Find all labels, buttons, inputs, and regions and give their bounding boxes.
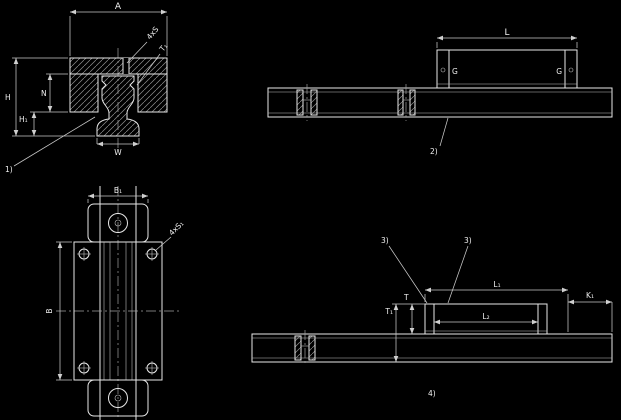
carriage-left-block-section [69, 73, 99, 113]
callout-2: 2) [430, 117, 449, 156]
dim-H: H [5, 57, 95, 137]
dim-label-t1: T₁ [384, 307, 393, 316]
plan-view: B₁ B 4xS₁ [45, 186, 185, 420]
dim-B1: B₁ [87, 186, 149, 203]
nipple-top-outer [108, 213, 128, 233]
rail-hole-section-3 [294, 330, 316, 366]
dim-W: W [96, 138, 140, 157]
dim-T1: T₁ [384, 304, 399, 362]
section-view: A H H₁ N W 4xS [5, 2, 169, 174]
side-view-bottom: L₁ L₂ T T₁ K₁ 3) 3) [251, 236, 613, 398]
carriage-side-2 [424, 303, 548, 335]
dim-H1: H₁ [19, 111, 68, 136]
dim-label-k1: K₁ [586, 291, 594, 300]
callout-label-4: 4) [428, 389, 436, 398]
dim-label-t: T [403, 293, 409, 302]
dim-L2: L₂ [434, 312, 538, 325]
dim-T: T [392, 293, 425, 334]
leader-label-4xs: 4xS [145, 25, 161, 42]
dim-B: B [45, 241, 72, 381]
side-view-top: L G G 2) [267, 28, 613, 156]
dim-label-b: B [45, 308, 54, 313]
dim-label-h: H [5, 93, 11, 102]
leader-4xS1: 4xS₁ [155, 219, 185, 251]
bolt-hole [77, 247, 91, 261]
bolt-hole [77, 361, 91, 375]
carriage-side [436, 49, 578, 89]
end-plate-bottom [87, 379, 149, 417]
grease-nipple-left [440, 67, 446, 73]
dim-label-n: N [41, 89, 47, 98]
mounting-hole-section [123, 58, 129, 74]
dim-N: N [41, 73, 68, 112]
grease-nipple-right [568, 67, 574, 73]
bolt-hole [145, 247, 159, 261]
callout-label-1: 1) [5, 165, 13, 174]
bolt-hole [145, 361, 159, 375]
callout-3a: 3) [381, 236, 428, 304]
label-g-right: G [556, 67, 562, 76]
rail-side [267, 87, 613, 118]
carriage-right-block-section [137, 73, 168, 113]
dim-label-b1: B₁ [114, 186, 122, 195]
leader-label-4xs1: 4xS₁ [167, 219, 185, 237]
callout-label-2: 2) [430, 147, 438, 156]
bolt-holes [77, 247, 159, 375]
nipple-bottom-outer [108, 388, 128, 408]
rail-hole-section-1 [296, 84, 318, 121]
dim-label-l1: L₁ [493, 280, 500, 289]
dim-label-h1: H₁ [19, 115, 28, 124]
dim-label-l2: L₂ [482, 312, 489, 321]
nipple-top-inner [114, 219, 122, 227]
dim-A: A [69, 2, 168, 56]
rail-hole-section-2 [397, 84, 416, 121]
callout-1: 1) [5, 116, 96, 174]
carriage-top-plate-section [69, 57, 168, 75]
leader-4xS: 4xS [126, 25, 161, 64]
nipple-bottom-inner [114, 394, 122, 402]
dim-L: L [436, 28, 578, 48]
dim-label-l: L [504, 28, 509, 38]
callout-label-3b: 3) [464, 236, 472, 245]
label-g-left: G [452, 67, 458, 76]
leader-label-t1: T₁ [157, 42, 169, 54]
callout-label-3a: 3) [381, 236, 389, 245]
dim-label-w: W [114, 148, 122, 157]
callout-3b: 3) [447, 236, 472, 304]
rail-profile-section [96, 75, 140, 137]
dim-label-a: A [115, 2, 122, 12]
dim-K1: K₁ [568, 291, 613, 332]
